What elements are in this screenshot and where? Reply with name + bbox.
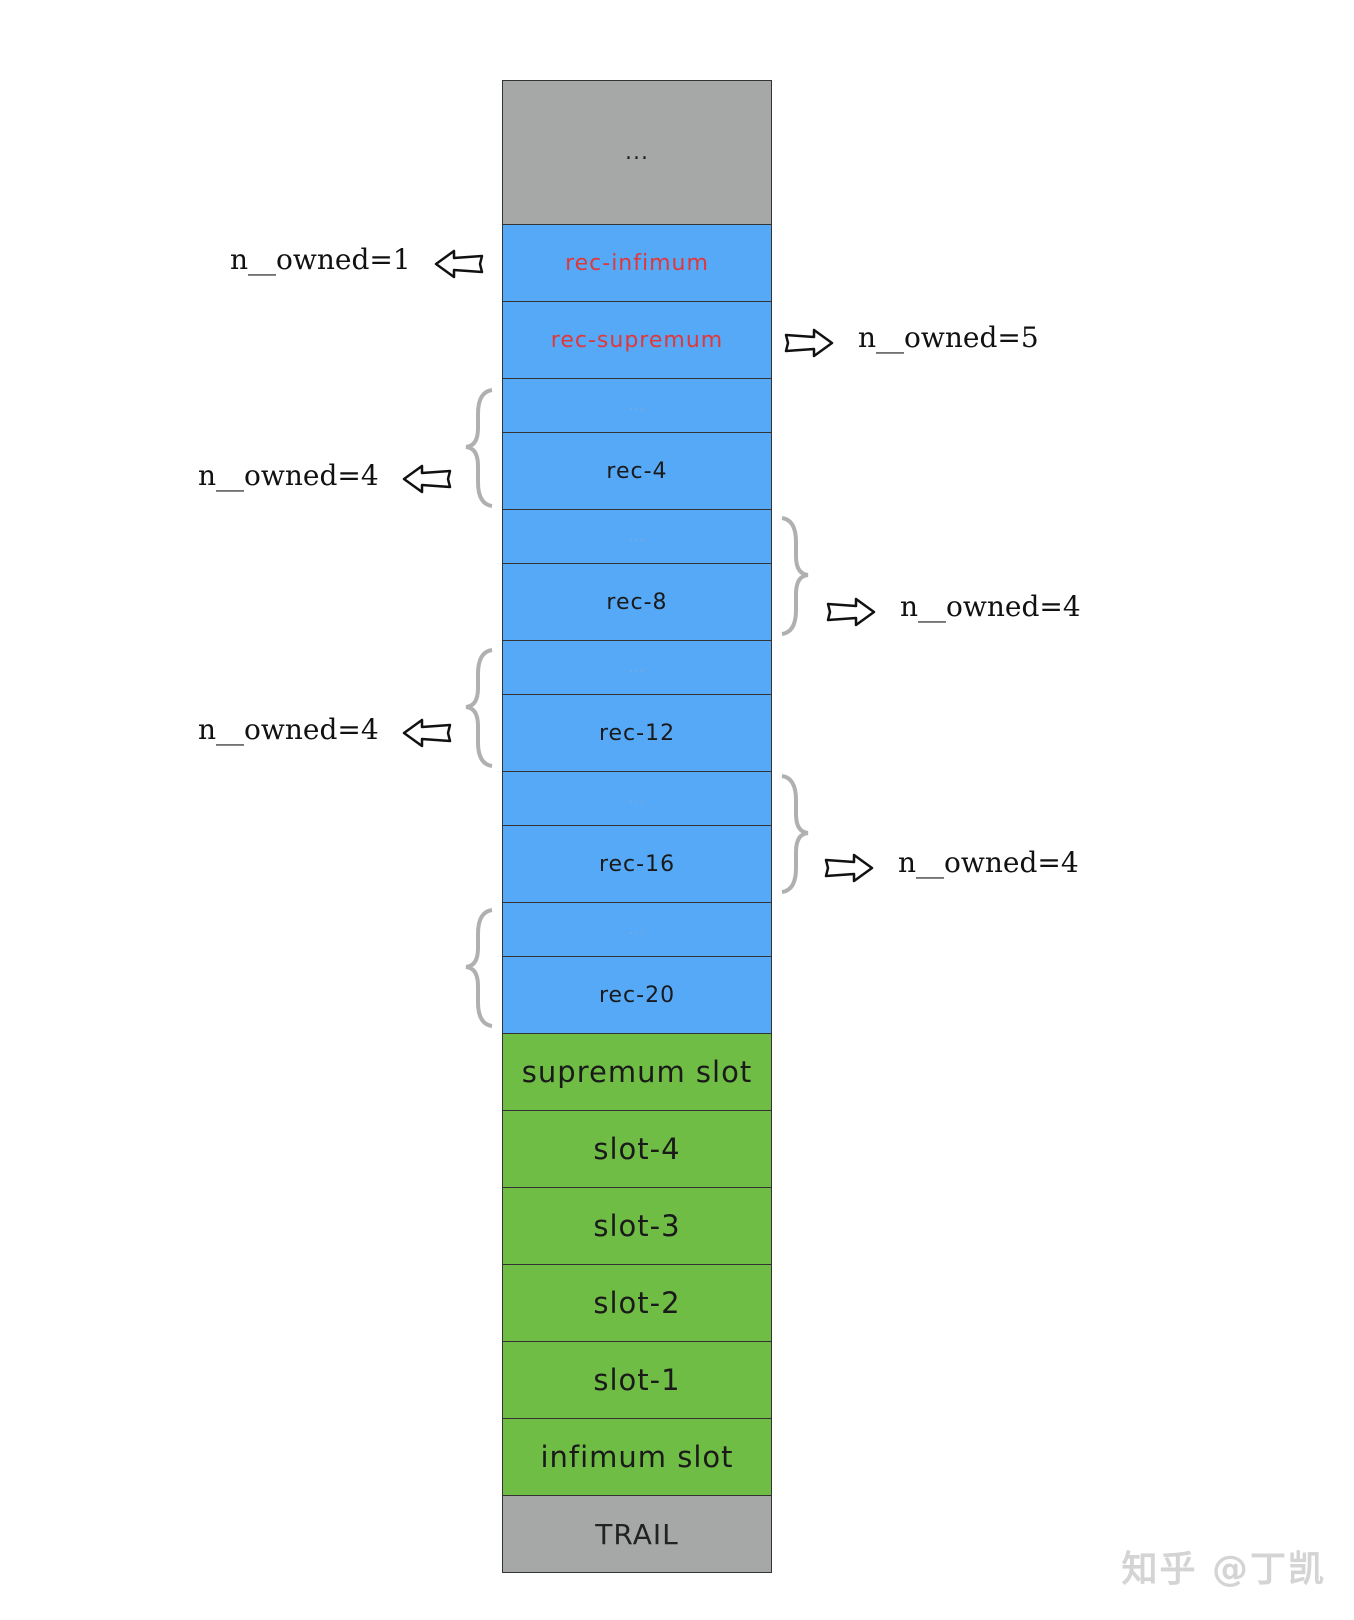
page-header-cell: ... (502, 80, 772, 225)
rec-20-cell: rec-20 (502, 957, 772, 1034)
owned-label-group-3: n__owned=4 (198, 713, 379, 746)
left-brace-icon (465, 388, 493, 508)
right-arrow-icon (826, 597, 876, 627)
owned-label-infimum: n__owned=1 (230, 243, 411, 276)
records-ellipsis-4: ... (502, 772, 772, 826)
watermark: 知乎 @丁凯 (1121, 1549, 1326, 1590)
slot-4-cell: slot-4 (502, 1111, 772, 1188)
left-arrow-icon (402, 718, 452, 748)
left-arrow-icon (434, 249, 484, 279)
records-ellipsis-3: ... (502, 641, 772, 695)
rec-supremum-cell: rec-supremum (502, 302, 772, 379)
owned-label-group-1: n__owned=4 (198, 459, 379, 492)
page-structure-stack: ... rec-infimum rec-supremum ... rec-4 .… (502, 80, 772, 1573)
owned-label-supremum: n__owned=5 (858, 321, 1039, 354)
slot-1-cell: slot-1 (502, 1342, 772, 1419)
trail-cell: TRAIL (502, 1496, 772, 1573)
slot-3-cell: slot-3 (502, 1188, 772, 1265)
rec-4-cell: rec-4 (502, 433, 772, 510)
rec-8-cell: rec-8 (502, 564, 772, 641)
right-brace-icon (781, 516, 809, 636)
right-arrow-icon (784, 328, 834, 358)
owned-label-group-4: n__owned=4 (898, 846, 1079, 879)
owned-label-group-2: n__owned=4 (900, 590, 1081, 623)
records-ellipsis-2: ... (502, 510, 772, 564)
infimum-slot-cell: infimum slot (502, 1419, 772, 1496)
left-arrow-icon (402, 464, 452, 494)
supremum-slot-cell: supremum slot (502, 1034, 772, 1111)
right-arrow-icon (824, 853, 874, 883)
left-brace-icon (465, 908, 493, 1028)
rec-16-cell: rec-16 (502, 826, 772, 903)
records-ellipsis-5: ... (502, 903, 772, 957)
slot-2-cell: slot-2 (502, 1265, 772, 1342)
rec-12-cell: rec-12 (502, 695, 772, 772)
rec-infimum-cell: rec-infimum (502, 225, 772, 302)
right-brace-icon (781, 774, 809, 894)
left-brace-icon (465, 648, 493, 768)
records-ellipsis-1: ... (502, 379, 772, 433)
